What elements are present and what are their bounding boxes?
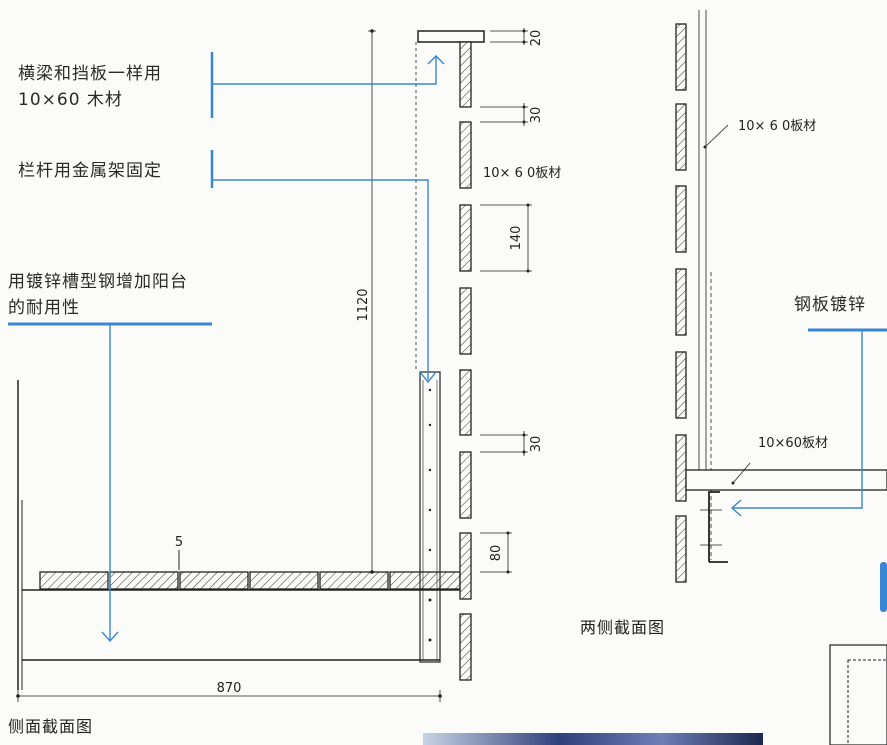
top-rail: [417, 30, 485, 43]
caption-side-section: 侧面截面图: [8, 717, 94, 736]
dim-bottom-board: 80: [489, 545, 504, 562]
dim-floor-width: 870: [217, 681, 242, 696]
side-tab-marker: [880, 562, 887, 612]
deck-boards: [39, 571, 461, 590]
deck-board: [319, 571, 389, 590]
leader-arrows-left: [101, 55, 445, 643]
caption-both-sides-section: 两侧截面图: [580, 618, 666, 637]
dim-gap-upper: 30: [529, 107, 544, 124]
deck-board: [249, 571, 319, 590]
right-dimension-lines: [480, 28, 532, 574]
dim-deck-gap: 5: [175, 535, 183, 550]
deck-board: [389, 571, 461, 590]
dim-gap-lower: 30: [529, 436, 544, 453]
leader-lines-right: [730, 328, 887, 517]
annotation-rail: 栏杆用金属架固定: [18, 161, 162, 181]
annotation-channel-line1: 用镀锌槽型钢增加阳台: [8, 272, 188, 292]
deck-board: [109, 571, 179, 590]
fence-boards-right: [675, 23, 687, 583]
board-label-right-top: 10× 6 0板材: [738, 119, 816, 134]
both-sides-section-drawing: [675, 10, 887, 745]
fence-boards: [459, 41, 472, 681]
channel-steel-post: [419, 371, 441, 663]
photo-strip: [423, 733, 763, 745]
deck-board: [179, 571, 249, 590]
side-section-drawing: [16, 28, 532, 702]
annotation-beam-line1: 横梁和挡板一样用: [18, 64, 162, 84]
board-label-left: 10× 6 0板材: [483, 166, 561, 181]
deck-board: [39, 571, 109, 590]
annotation-steel-plate: 钢板镀锌: [794, 295, 866, 315]
annotation-channel-line2: 的耐用性: [8, 298, 80, 318]
bolt-holes: [428, 388, 432, 642]
board-label-right-lower: 10×60板材: [758, 436, 828, 451]
dim-total-height: 1120: [356, 288, 371, 321]
annotation-beam-line2: 10×60 木材: [18, 90, 123, 110]
dim-board-height: 140: [509, 226, 524, 251]
dim-top-gap: 20: [529, 30, 544, 47]
